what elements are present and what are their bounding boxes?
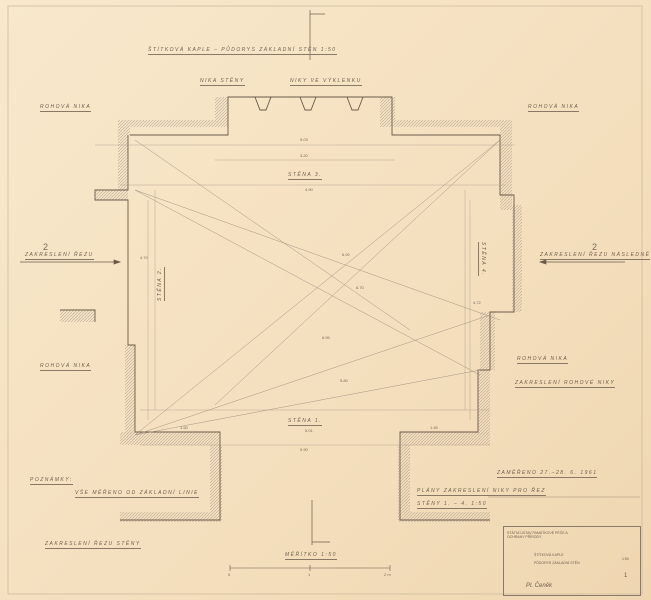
title-block: STÁTNÍ ÚSTAV PAMÁTKOVÉ PÉČE A OCHRANY PŘ… [503,526,641,596]
plan-note-2: STĚNY 1. – 4. 1:50 [417,501,487,509]
plan-note-1: PLÁNY ZAKRESLENÍ NIKY PRO ŘEZ [417,488,546,496]
section-markers [20,10,625,545]
section-right-number: 2 [592,242,598,252]
dimension-lines [95,144,515,446]
dim-top-overall: 5.03 [300,137,308,142]
drawing-title: ŠTÍTKOVÁ KAPLE – PŮDORYS ZÁKLADNÍ STĚN 1… [148,47,337,55]
label-corner-right-mid: ROHOVÁ NIKA [517,356,569,364]
label-corner-left-mid: ROHOVÁ NIKA [40,363,92,371]
label-corner-tr: ROHOVÁ NIKA [528,104,580,112]
label-niches: NIKY VE VÝKLENKU [290,78,362,86]
dim-diag-b: 6.70 [356,285,364,290]
label-right-section-note: ZAKRESLENÍ ŘEZU NÁSLEDNĚ [540,252,651,260]
wall-outlines [60,96,515,521]
label-wall-3: STĚNA 3. [288,172,323,180]
dim-diag-a: 6.92 [342,252,350,257]
label-wall-2: STĚNA 2. [157,266,166,302]
label-niche-wall: NIKA STĚNY [200,78,245,86]
label-bottom-left-note: ZAKRESLENÍ ŘEZU STĚNY [45,541,141,549]
dim-wall2: 4.70 [140,255,148,260]
label-corner-tl: ROHOVÁ NIKA [40,104,92,112]
scale-bar-start: 0 [228,572,231,577]
dim-wall1: 5.01 [305,428,313,433]
tb-scale: 1:50 [622,557,629,561]
diagonal-measure-lines [134,139,501,436]
dim-wall3: 4.90 [305,187,313,192]
dim-top-inner: 3.20 [300,153,308,158]
survey-date: ZAMĚŘENO 27.–28. 6. 1961 [497,470,598,478]
dim-seg-right: 1.45 [430,425,438,430]
label-right-note2: ZAKRESLENÍ ROHOVÉ NIKY [515,380,616,388]
scale-bar-mid: 1 [308,572,311,577]
tb-signature: Pl. Čeněk [526,583,553,589]
section-left-number: 2 [43,242,49,252]
dim-diag-c: 6.95 [322,335,330,340]
dim-seg-left: 1.50 [180,425,188,430]
label-wall-4: STĚNA 4. [478,241,487,277]
notes-text: VŠE MĚŘENO OD ZÁKLADNÍ LINIE [75,490,199,498]
tb-subject: PŮDORYS ZÁKLADNÍ STĚN [534,561,580,565]
tb-institution: STÁTNÍ ÚSTAV PAMÁTKOVÉ PÉČE A OCHRANY PŘ… [507,531,568,539]
scale-bar-end: 2 m [384,572,391,577]
dim-wall4: 4.72 [473,300,481,305]
dim-diag-d: 5.80 [340,378,348,383]
tb-sheet-number: 1 [624,573,628,579]
scale-bar [229,565,391,571]
label-left-section-note: ZAKRESLENÍ ŘEZU [25,252,94,260]
dim-wall1-outer: 5.90 [300,447,308,452]
label-wall-1: STĚNA 1. [288,418,323,426]
wall-hatching [60,97,522,522]
scale-label: MĚŘÍTKO 1:50 [285,552,337,560]
sheet-border [7,5,643,595]
notes-heading: POZNÁMKY: [30,477,73,485]
tb-project: ŠTÍTKOVÁ KAPLE [534,553,564,557]
